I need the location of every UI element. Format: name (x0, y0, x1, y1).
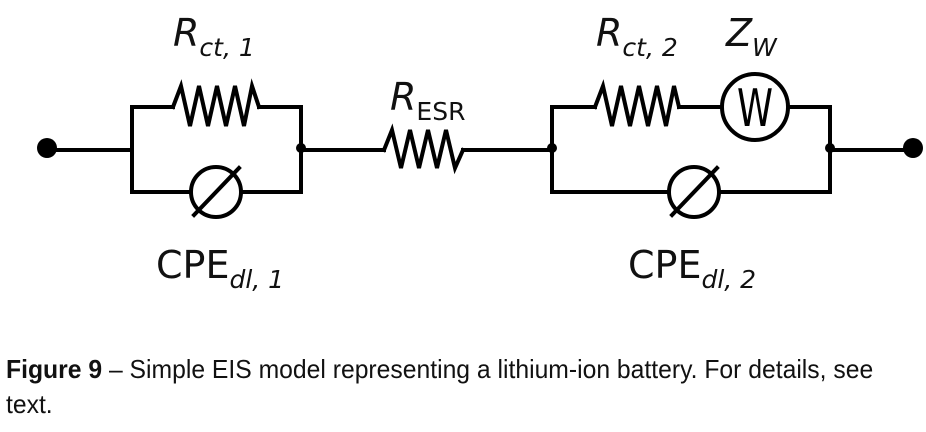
node-dot-3 (825, 143, 835, 153)
resistor-resr (381, 123, 466, 175)
cpe2-slash (669, 165, 720, 218)
warburg-glyph: W (737, 77, 773, 138)
node-dot-2 (547, 143, 557, 153)
label-zw: ZW (726, 11, 777, 62)
node-dot-1 (296, 143, 306, 153)
cpe1-slash (191, 165, 242, 218)
label-cpe1: CPEdl, 1 (156, 243, 285, 294)
label-resr: RESR (390, 75, 466, 126)
right-terminal-dot (903, 138, 923, 158)
label-rct1: Rct, 1 (173, 11, 255, 62)
caption-label: Figure 9 (6, 354, 103, 384)
cpe2-symbol (667, 165, 721, 219)
figure-caption: Figure 9 – Simple EIS model representing… (6, 352, 875, 422)
caption-text: Simple EIS model representing a lithium-… (6, 354, 874, 419)
cpe1-symbol (189, 165, 243, 219)
resistor-rct2 (592, 79, 682, 127)
caption-dash: – (102, 354, 130, 384)
circuit-diagram: W (37, 72, 923, 219)
label-cpe2: CPEdl, 2 (628, 243, 757, 294)
warburg-symbol (720, 72, 790, 142)
left-terminal-dot (37, 138, 57, 158)
label-rct2: Rct, 2 (596, 11, 678, 62)
resistor-rct1 (170, 78, 262, 127)
